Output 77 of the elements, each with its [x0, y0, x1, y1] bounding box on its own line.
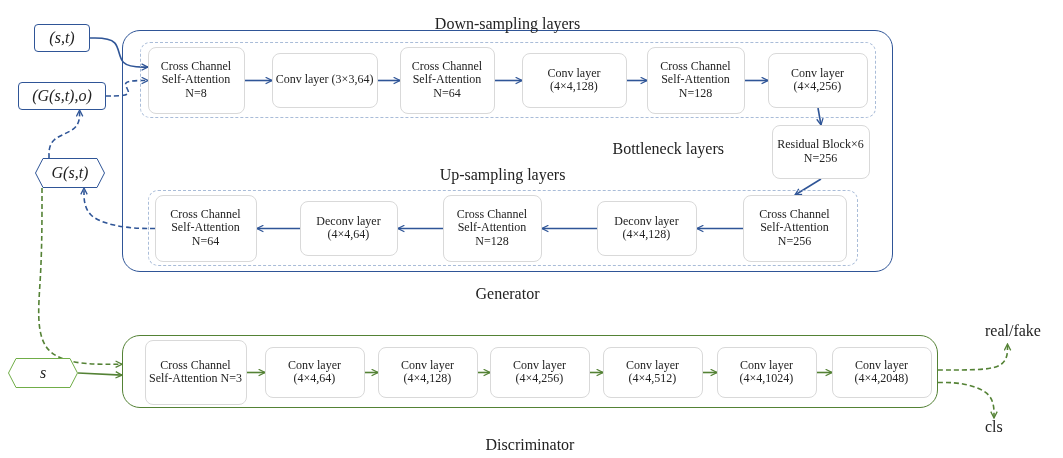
output-label: cls	[985, 418, 1015, 440]
layer-label: Conv layer (3×3,64)	[275, 73, 374, 87]
layer-label: Deconv layer (4×4,128)	[613, 214, 680, 242]
layer-box	[271, 52, 378, 108]
layer-label: Conv layer (4×4,256)	[512, 358, 567, 386]
layer-label: Conv layer (4×4,64)	[287, 358, 342, 386]
layer-box	[831, 346, 932, 398]
arrow	[244, 76, 273, 85]
input-label: (s,t)	[49, 29, 75, 47]
section-heading: Down-sampling layers	[434, 14, 581, 33]
layer-label: Conv layer (4×4,512)	[625, 358, 680, 386]
arrow	[589, 368, 604, 377]
layer-label: Cross Channel Self-Attention N=128	[455, 208, 529, 248]
arrow	[494, 76, 523, 85]
arrow	[794, 178, 822, 196]
layer-box	[264, 346, 365, 398]
arrow	[105, 76, 149, 97]
layer-box	[602, 346, 703, 398]
arrow	[48, 109, 84, 159]
section-heading: Generator	[475, 285, 540, 303]
layer-label: Residual Block×6 N=256	[776, 138, 865, 165]
arrow	[256, 224, 301, 233]
arrow	[937, 343, 1012, 371]
layer-box	[377, 346, 478, 398]
arrow	[816, 368, 833, 377]
arrow	[397, 224, 444, 233]
arrow	[377, 76, 401, 85]
arrow	[246, 368, 266, 377]
arrow	[80, 187, 156, 230]
section-heading: Discriminator	[485, 436, 575, 454]
arrow	[541, 224, 598, 233]
layer-label: Cross Channel Self-Attention N=128	[659, 60, 732, 100]
layer-box	[147, 46, 245, 114]
arrow	[744, 76, 769, 85]
input-box	[18, 82, 106, 110]
output-label: real/fake	[985, 322, 1060, 344]
input-hexagon	[35, 158, 105, 188]
layer-box	[521, 52, 627, 108]
arrow	[477, 368, 491, 377]
input-hexagon	[8, 358, 78, 388]
arrow	[702, 368, 718, 377]
arrow	[816, 107, 824, 126]
layer-label: Conv layer (4×4,128)	[546, 66, 602, 94]
layer-label: Conv layer (4×4,256)	[790, 66, 845, 94]
input-label: G(s,t)	[51, 164, 89, 182]
layer-box	[596, 200, 697, 256]
layer-label: Cross Channel Self-Attention N=3	[148, 358, 243, 386]
arrow	[89, 37, 149, 71]
layer-box	[144, 339, 247, 405]
layer-box	[742, 194, 847, 262]
layer-label: Conv layer (4×4,1024)	[738, 358, 795, 386]
layer-label: Cross Channel Self-Attention N=64	[410, 60, 484, 100]
layer-box	[299, 200, 398, 256]
layer-label: Cross Channel Self-Attention N=256	[758, 208, 831, 248]
layer-box	[154, 194, 257, 262]
layer-label: Cross Channel Self-Attention N=8	[159, 60, 233, 100]
input-label: (G(s,t),o)	[32, 87, 92, 105]
layer-label: Cross Channel Self-Attention N=64	[169, 208, 242, 248]
input-label: s	[39, 364, 47, 382]
input-box	[34, 24, 90, 52]
layer-label: Conv layer (4×4,2048)	[853, 358, 910, 386]
section-heading: Bottleneck layers	[612, 139, 724, 158]
arrow	[626, 76, 648, 85]
arrow	[364, 368, 379, 377]
section-heading: Up-sampling layers	[439, 165, 566, 184]
layer-box	[489, 346, 590, 398]
layer-label: Conv layer (4×4,128)	[400, 358, 455, 386]
layer-box	[716, 346, 817, 398]
layer-box	[442, 194, 542, 262]
layer-box	[767, 52, 868, 108]
arrow	[696, 224, 744, 233]
arrow	[77, 371, 123, 379]
layer-box	[646, 46, 745, 114]
arrow	[37, 187, 123, 369]
arrow	[937, 381, 998, 419]
layer-box	[399, 46, 495, 114]
layer-label: Deconv layer (4×4,64)	[315, 214, 382, 242]
